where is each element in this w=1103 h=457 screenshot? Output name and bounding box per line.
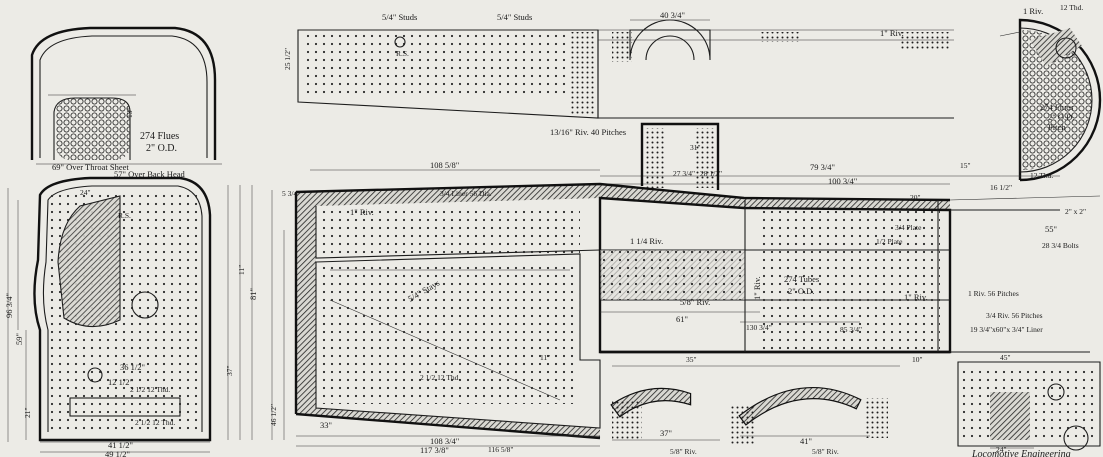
mud-ring-detail: 24" Locomotive Engineering xyxy=(957,361,1101,457)
dim-12-label: 12 1/2" xyxy=(108,377,133,387)
firebox-cross-section: 69" Over Throat Sheet 57" Over Back Head… xyxy=(4,162,258,457)
dim-46: 46 1/2" xyxy=(269,404,278,426)
back-head-end-view: 274 Flues 2" O.D. 13" xyxy=(30,26,217,160)
dim-130: 130 3/4" xyxy=(746,323,772,332)
bolts-label: 28 3/4 Bolts xyxy=(1042,241,1079,250)
dim-49: 49 1/2" xyxy=(105,449,130,457)
dim-24-label: 24" xyxy=(80,188,91,197)
dim-5: 5 3/4" xyxy=(282,189,300,198)
dim-31: 31" xyxy=(690,143,701,152)
credit-label: Locomotive Engineering xyxy=(971,449,1071,457)
tubes-od-label: 2" O.D. xyxy=(788,286,814,296)
studs-label-a: 5/4" Studs xyxy=(382,12,417,22)
dim-116: 116 5/8" xyxy=(488,445,514,454)
flues-label-top: 274 Flues xyxy=(140,131,179,142)
dim-108b: 108 3/4" xyxy=(430,436,459,446)
flues-od-label-top: 2" O.D. xyxy=(146,143,177,154)
rs-label-top: R.S. xyxy=(396,49,409,58)
flues-od-label-right: 2" O.D. xyxy=(1048,112,1074,122)
riv-label-top: 1" Riv. xyxy=(880,28,904,38)
thd-label-a: 2 1/2 12 Thd. xyxy=(130,385,170,394)
dim-117: 117 3/8" xyxy=(420,445,449,455)
riv-bottom-b: 5/8" Riv. xyxy=(812,447,839,456)
dim-10: 10" xyxy=(912,355,923,364)
front-tube-sheet-quarter: 1 Riv. 12 Thd. 274 Flues 2" O.D. Pitch xyxy=(999,3,1102,182)
flues-label-right: 274 Flues xyxy=(1040,102,1073,112)
dim-96: 96 3/4" xyxy=(4,293,14,318)
dim-25: 25 1/2" xyxy=(283,48,292,70)
liner-bottom-label: 19 3/4"x60"x 3/4" Liner xyxy=(970,325,1043,334)
dim-27: 27 3/4" xyxy=(673,169,695,178)
dim-14: 3/4 Liner 56 Dia. xyxy=(440,189,492,198)
dim-108a: 108 5/8" xyxy=(430,160,459,170)
pitch-label: Pitch xyxy=(1048,122,1066,132)
dim-61: 61" xyxy=(676,314,688,324)
dim-81: 81" xyxy=(248,288,258,300)
rs-label-fb: R.S. xyxy=(118,211,131,220)
thd-label-b: 2 1/2 12 Thd. xyxy=(135,418,175,427)
wrapper-sheet-plan: 5/4" Studs 5/4" Studs R.S. 40 3/4" 1" Ri… xyxy=(283,10,954,137)
dim-37: 37" xyxy=(225,365,234,376)
riv-1-label: 1" Riv. xyxy=(904,292,928,302)
longitudinal-section: 108 5/8" 79 3/4" 100 3/4" 15" 16 1/2" 12… xyxy=(269,122,1101,455)
dim-37-bottom: 37" xyxy=(660,428,672,438)
dim-85: 85 3/4" xyxy=(840,325,862,334)
one-riv-main: 1" Riv. xyxy=(350,207,374,217)
dim-59: 59" xyxy=(14,333,24,345)
plate-a-label: 1/2 Plate xyxy=(876,237,903,246)
dim-35: 35" xyxy=(686,355,697,364)
dim-11-left: 11" xyxy=(237,265,246,275)
dim-45: 45" xyxy=(1000,353,1011,362)
dim-40: 40 3/4" xyxy=(660,10,685,20)
over-back-head-label: 57" Over Back Head xyxy=(114,169,185,179)
dim-100: 100 3/4" xyxy=(828,176,857,186)
tubes-main-label: 274 Tubes xyxy=(784,274,819,284)
tube-angle-label: 2" x 2" xyxy=(1065,207,1086,216)
over-throat-sheet-label: 69" Over Throat Sheet xyxy=(52,162,129,172)
riv-34-56-label: 3/4 Riv. 56 Pitches xyxy=(986,311,1043,320)
plate-b-label: 3/4 Plate xyxy=(895,223,922,232)
dim-15: 15" xyxy=(960,161,971,170)
one-riv-label: 1 Riv. xyxy=(1023,6,1043,16)
dim-13: 13" xyxy=(125,107,134,118)
riv-56-label: 1 Riv. 56 Pitches xyxy=(968,289,1019,298)
riv-5-8-label: 5/8" Riv. xyxy=(680,297,710,307)
dim-55: 55" xyxy=(1045,224,1057,234)
dim-21-left: 21" xyxy=(23,407,32,418)
dim-41a: 41 1/2" xyxy=(108,440,133,450)
dim-36-label: 36 1/2" xyxy=(120,362,145,372)
riv-bottom-a: 5/8" Riv. xyxy=(670,447,697,456)
thd-12-main: 12 Thd. xyxy=(1030,171,1053,180)
dim-41b: 41" xyxy=(800,436,812,446)
thd-main-a: 2 1/2 12 Thd. xyxy=(420,373,460,382)
riv-pitches-label: 13/16" Riv. 40 Pitches xyxy=(550,127,626,137)
thd-12-top: 12 Thd. xyxy=(1060,3,1083,12)
dim-19: 24" xyxy=(996,445,1007,454)
ring-details: 37" 41" 5/8" Riv. 5/8" Riv. 35" xyxy=(610,355,900,456)
riv-mid-label: 1 1/4 Riv. xyxy=(630,236,663,246)
dim-16: 16 1/2" xyxy=(990,183,1012,192)
studs-label-b: 5/4" Studs xyxy=(497,12,532,22)
dim-79: 79 3/4" xyxy=(810,162,835,172)
dim-11-mid: 11" xyxy=(540,353,550,362)
riv-1-vertical: 1" Riv. xyxy=(752,276,762,300)
dim-33: 33" xyxy=(320,420,332,430)
dim-20: 20" xyxy=(910,193,921,202)
